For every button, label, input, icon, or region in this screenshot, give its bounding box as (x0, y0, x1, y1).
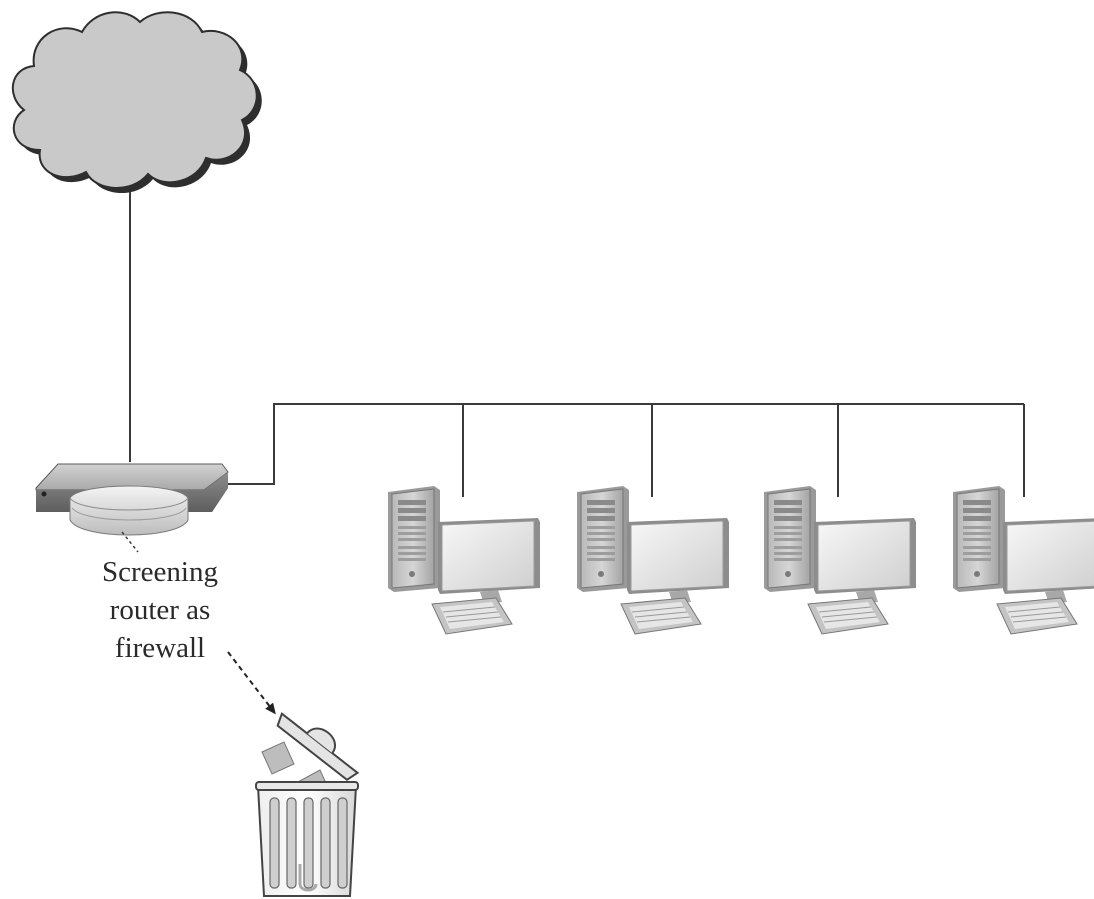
lan-cable (228, 403, 1024, 485)
workstation-icon (387, 485, 541, 635)
workstation-icon (952, 485, 1094, 635)
label-leader-line (121, 531, 139, 553)
cloud-icon (11, 11, 262, 194)
router-caption-line-1: Screening (102, 556, 218, 588)
router-caption-line-3: firewall (114, 632, 206, 664)
discard-arrow (227, 651, 276, 715)
router-caption: Screening router as firewall (70, 553, 250, 667)
router-icon (35, 463, 229, 536)
workstation-icon (576, 485, 730, 635)
router-caption-line-2: router as (109, 594, 211, 626)
workstation-icon (763, 485, 917, 635)
trash-can-icon (255, 712, 360, 897)
network-links (129, 192, 1025, 497)
